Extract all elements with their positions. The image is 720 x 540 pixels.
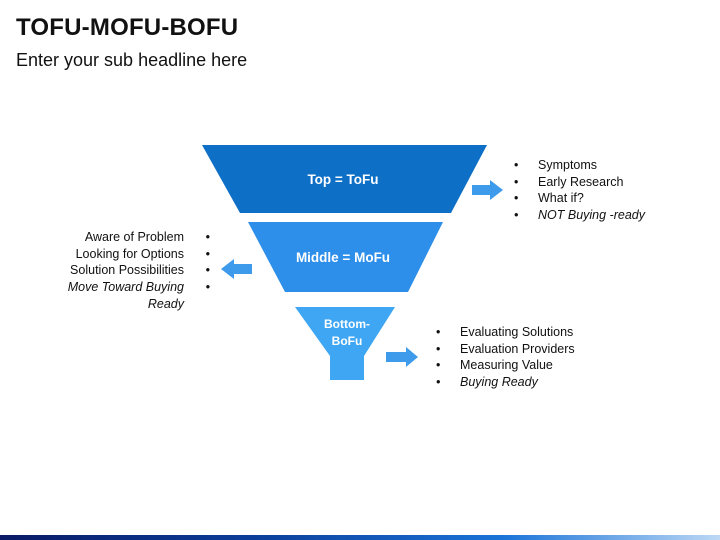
arrow-right-icon	[472, 180, 503, 200]
page-subtitle: Enter your sub headline here	[16, 50, 248, 70]
list-item: Move Toward Buying Ready	[40, 279, 210, 312]
list-item: Symptoms	[514, 157, 645, 174]
funnel-middle-label: Middle = MoFu	[296, 250, 390, 265]
list-item: Looking for Options	[40, 246, 210, 263]
arrow-right-icon	[386, 347, 418, 367]
funnel-middle-stage	[248, 222, 443, 292]
list-item: Solution Possibilities	[40, 262, 210, 279]
funnel-top-stage	[202, 145, 487, 213]
bottom-points-list: Evaluating Solutions Evaluation Provider…	[436, 324, 575, 391]
list-item: Evaluation Providers	[436, 341, 575, 358]
footer-bar	[0, 535, 720, 540]
top-points-list: Symptoms Early Research What if? NOT Buy…	[514, 157, 645, 224]
funnel-bottom-label-line2: BoFu	[332, 334, 363, 348]
list-item: Buying Ready	[436, 374, 575, 391]
middle-points-list: Aware of Problem Looking for Options Sol…	[40, 229, 210, 313]
funnel-bottom-stage	[295, 307, 395, 380]
list-item: Evaluating Solutions	[436, 324, 575, 341]
list-item: NOT Buying -ready	[514, 207, 645, 224]
arrow-left-icon	[221, 259, 252, 279]
list-item: Measuring Value	[436, 357, 575, 374]
list-item: Aware of Problem	[40, 229, 210, 246]
funnel-bottom-label-line1: Bottom-	[324, 317, 370, 331]
list-item: What if?	[514, 190, 645, 207]
list-item: Early Research	[514, 174, 645, 191]
funnel-top-label: Top = ToFu	[307, 172, 378, 187]
page-title: TOFU-MOFU-BOFU	[16, 14, 239, 41]
